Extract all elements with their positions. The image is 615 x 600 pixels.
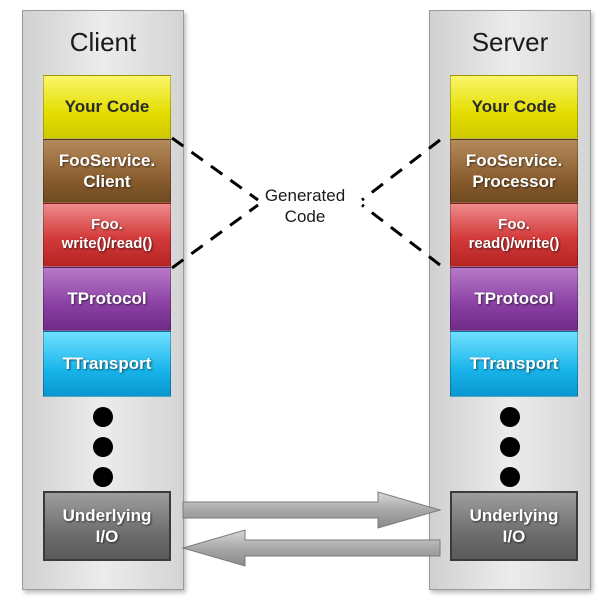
server-foo-layer: Foo. read()/write() bbox=[450, 203, 578, 267]
client-protocol-layer: TProtocol bbox=[43, 267, 171, 331]
server-column: Server Your Code FooService. Processor F… bbox=[429, 10, 591, 590]
client-title: Client bbox=[69, 27, 137, 57]
ellipsis-dot bbox=[500, 407, 520, 427]
ellipsis-dot bbox=[93, 437, 113, 457]
generated-code-label: Generated Code bbox=[264, 186, 346, 227]
generated-code-dashed-line bbox=[361, 203, 441, 267]
client-foo-layer: Foo. write()/read() bbox=[43, 203, 171, 267]
generated-code-dashed-line bbox=[171, 203, 259, 270]
client-your-code-layer: Your Code bbox=[43, 75, 171, 139]
ellipsis-dot bbox=[500, 467, 520, 487]
generated-code-dashed-line bbox=[361, 138, 441, 202]
client-io-layer: Underlying I/O bbox=[43, 491, 171, 561]
generated-code-dashed-line bbox=[171, 136, 259, 202]
server-transport-layer: TTransport bbox=[450, 331, 578, 397]
ellipsis-dot bbox=[93, 407, 113, 427]
server-io-layer: Underlying I/O bbox=[450, 491, 578, 561]
ellipsis-dot bbox=[500, 437, 520, 457]
response-arrow bbox=[181, 529, 441, 567]
client-column: Client Your Code FooService. Client Foo.… bbox=[22, 10, 184, 590]
server-title: Server bbox=[471, 27, 549, 57]
server-your-code-layer: Your Code bbox=[450, 75, 578, 139]
request-arrow bbox=[182, 491, 442, 529]
server-service-layer: FooService. Processor bbox=[450, 139, 578, 203]
server-protocol-layer: TProtocol bbox=[450, 267, 578, 331]
client-service-layer: FooService. Client bbox=[43, 139, 171, 203]
client-transport-layer: TTransport bbox=[43, 331, 171, 397]
ellipsis-dot bbox=[93, 467, 113, 487]
